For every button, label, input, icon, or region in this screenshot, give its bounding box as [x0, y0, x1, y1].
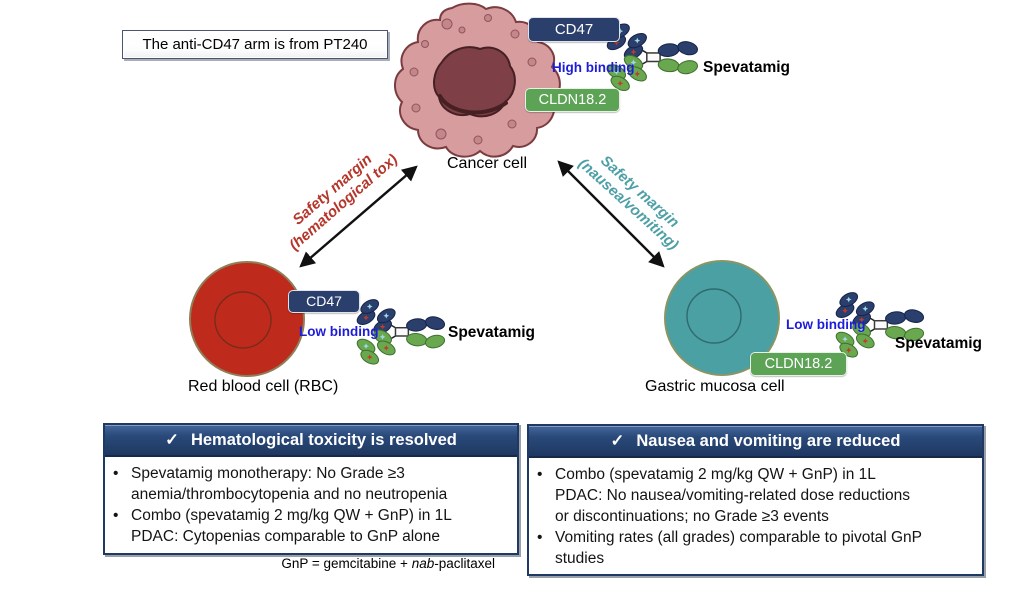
footnote-italic: nab [411, 556, 435, 571]
check-icon: ✓ [610, 432, 625, 450]
summary-box-nausea-title: Nausea and vomiting are reduced [636, 432, 901, 450]
bullet-line: or discontinuations; no Grade ≥3 events [555, 508, 829, 525]
bullet-line: Combo (spevatamig 2 mg/kg QW + GnP) in 1… [131, 507, 452, 524]
list-item: Spevatamig monotherapy: No Grade ≥3 anem… [113, 463, 509, 505]
bullet-line: studies [555, 550, 605, 567]
summary-box-hematological-header: ✓ Hematological toxicity is resolved [105, 425, 517, 457]
low-binding-label-gastric: Low binding [786, 317, 866, 332]
bullet-line: Spevatamig monotherapy: No Grade ≥3 [131, 465, 405, 482]
bullet-line: Combo (spevatamig 2 mg/kg QW + GnP) in 1… [555, 466, 876, 483]
rbc-shape [189, 261, 305, 377]
cldn-tag-cancer: CLDN18.2 [525, 88, 620, 112]
gastric-cell-shape [664, 260, 780, 376]
high-binding-label: High binding [552, 60, 635, 75]
bullet-line: PDAC: No nausea/vomiting-related dose re… [555, 487, 910, 504]
spevatamig-label-cancer: Spevatamig [703, 59, 791, 76]
gastric-cell-label: Gastric mucosa cell [645, 378, 785, 395]
summary-box-nausea-body: Combo (spevatamig 2 mg/kg QW + GnP) in 1… [529, 458, 982, 573]
cldn-tag-gastric: CLDN18.2 [750, 352, 847, 376]
summary-box-nausea-header: ✓ Nausea and vomiting are reduced [529, 426, 982, 458]
cancer-cell-label: Cancer cell [447, 155, 528, 172]
bullet-icon [113, 463, 131, 505]
spevatamig-label-gastric: Spevatamig [895, 335, 983, 352]
bullet-line: Vomiting rates (all grades) comparable t… [555, 529, 923, 546]
list-item: Combo (spevatamig 2 mg/kg QW + GnP) in 1… [537, 464, 974, 527]
cd47-tag-cancer: CD47 [528, 17, 620, 42]
safety-arrow-left [299, 165, 418, 268]
footnote-prefix: GnP = gemcitabine + [281, 556, 412, 571]
low-binding-label-rbc: Low binding [299, 324, 379, 339]
safety-arrow-right [557, 160, 665, 268]
spevatamig-label-rbc: Spevatamig [448, 324, 536, 341]
bullet-line: PDAC: Cytopenias comparable to GnP alone [131, 528, 441, 545]
bullet-icon [537, 464, 555, 527]
check-icon: ✓ [165, 431, 179, 449]
summary-box-hematological-body: Spevatamig monotherapy: No Grade ≥3 anem… [105, 457, 517, 551]
bullet-icon [113, 505, 131, 547]
summary-box-hematological-title: Hematological toxicity is resolved [190, 431, 457, 449]
note-callout: The anti-CD47 arm is from PT240 [122, 30, 388, 59]
gnp-footnote: GnP = gemcitabine + nab-paclitaxel [103, 556, 495, 571]
rbc-label: Red blood cell (RBC) [188, 378, 339, 395]
note-text: The anti-CD47 arm is from PT240 [142, 36, 368, 53]
bullet-icon [537, 527, 555, 569]
bullet-line: anemia/thrombocytopenia and no neutropen… [131, 486, 448, 503]
cancer-cell-shape [394, 2, 561, 158]
footnote-suffix: -paclitaxel [434, 556, 495, 571]
list-item: Combo (spevatamig 2 mg/kg QW + GnP) in 1… [113, 505, 509, 547]
list-item: Vomiting rates (all grades) comparable t… [537, 527, 974, 569]
cancer-cell-granules [409, 14, 542, 145]
summary-box-hematological: ✓ Hematological toxicity is resolved Spev… [103, 423, 519, 555]
summary-box-nausea: ✓ Nausea and vomiting are reduced Combo (… [527, 424, 984, 576]
cd47-tag-rbc: CD47 [288, 290, 360, 313]
